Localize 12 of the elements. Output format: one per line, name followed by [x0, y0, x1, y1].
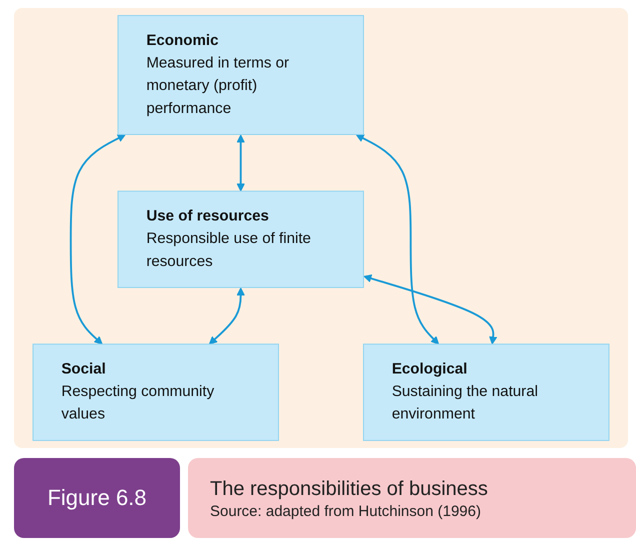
arrow — [208, 287, 245, 345]
caption: The responsibilities of business — [210, 478, 488, 501]
arrow — [356, 134, 440, 345]
node-box: Economic Measured in terms or monetary (profit) performance — [118, 15, 364, 135]
source-note: Source: adapted from Hutchinson (1996) — [210, 503, 481, 520]
arrow — [236, 134, 245, 192]
arrow — [70, 134, 126, 345]
node-box: Use of resources Responsible use of finite resources — [118, 190, 364, 288]
node-box: Social Respecting community values — [32, 344, 279, 441]
node-box: Ecological Sustaining the natural environment — [363, 344, 610, 441]
arrow — [363, 274, 498, 345]
figure-number: Figure 6.8 — [14, 458, 180, 538]
